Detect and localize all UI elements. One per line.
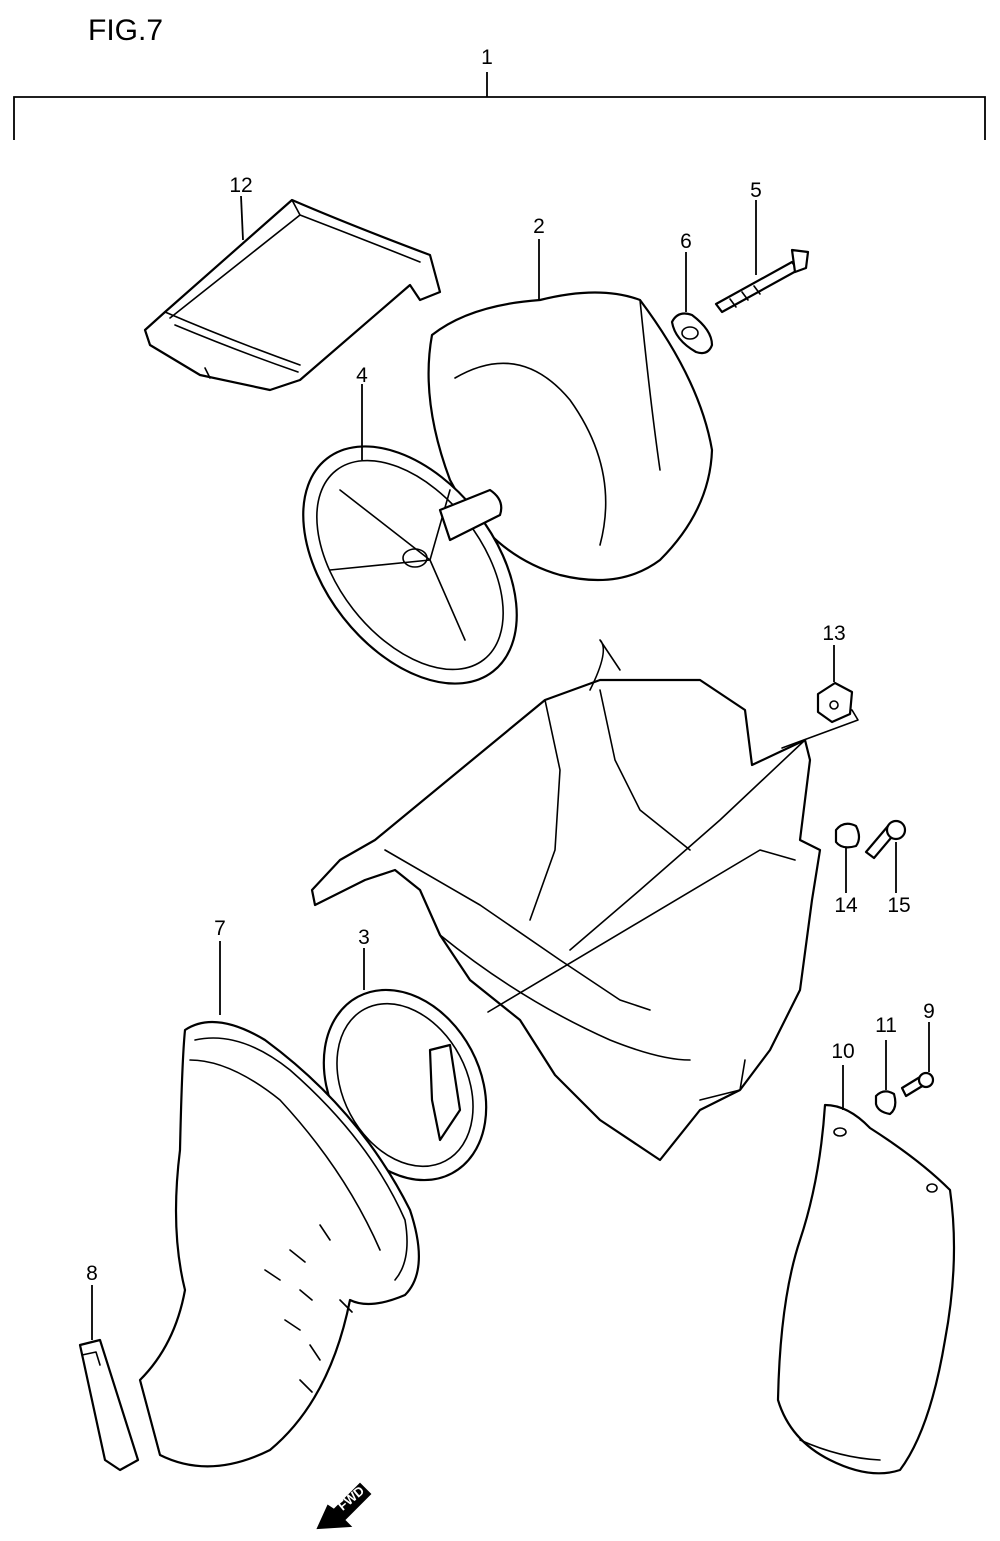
part-9-screw [900, 1071, 935, 1098]
part-14-grommet [834, 822, 861, 849]
part-15-bolt [864, 819, 907, 860]
forward-arrow-icon [316, 1482, 372, 1530]
label-1: 1 [481, 46, 493, 69]
label-3: 3 [358, 926, 370, 949]
figure-title: FIG.7 [88, 14, 163, 47]
label-9: 9 [923, 1000, 935, 1023]
part-1-air-cleaner-case [310, 639, 859, 1162]
label-4: 4 [356, 364, 368, 387]
label-14: 14 [834, 894, 858, 917]
label-13: 13 [822, 622, 845, 645]
label-11: 11 [875, 1014, 897, 1037]
label-6: 6 [680, 230, 692, 253]
label-2: 2 [533, 215, 545, 238]
part-5-wing-bolt [714, 248, 810, 314]
part-8-clamp [78, 1338, 140, 1472]
label-10: 10 [831, 1040, 854, 1063]
part-4-filter-cage [302, 445, 518, 685]
label-12: 12 [229, 174, 252, 197]
part-12-cover-plate [143, 198, 442, 392]
part-7-intake-boot [138, 1020, 420, 1468]
part-11-nut [874, 1090, 897, 1116]
assembly-bracket [13, 72, 986, 140]
part-10-side-cover [776, 1103, 956, 1475]
part-13-clip [816, 681, 854, 724]
label-15: 15 [887, 894, 910, 917]
part-6-washer [670, 312, 714, 355]
leader-12 [240, 195, 244, 241]
label-5: 5 [750, 179, 762, 202]
label-8: 8 [86, 1262, 98, 1285]
part-3-seal [322, 988, 488, 1182]
label-7: 7 [214, 917, 226, 940]
